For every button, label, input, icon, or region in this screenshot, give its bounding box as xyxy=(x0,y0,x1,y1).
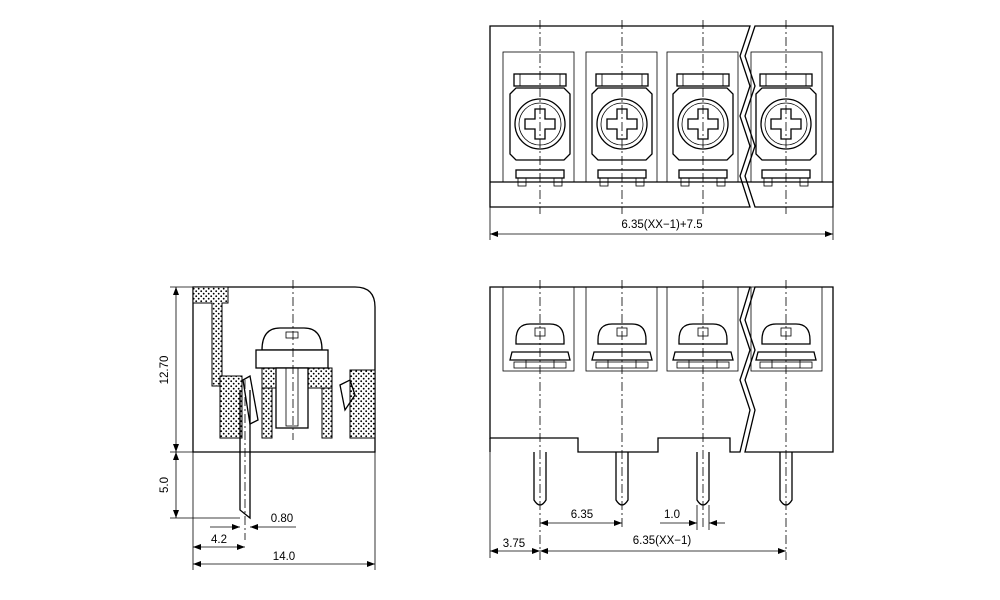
dim-pin-span: 6.35(XX−1) xyxy=(633,535,692,547)
dim-pin-length: 5.0 xyxy=(159,477,171,493)
pins xyxy=(533,452,793,506)
dim-first-pin-offset: 3.75 xyxy=(503,538,525,550)
dim-pin-offset: 4.2 xyxy=(211,534,227,546)
top-view: 6.35(XX−1)+7.5 xyxy=(489,20,834,240)
dim-overall-length: 6.35(XX−1)+7.5 xyxy=(621,219,702,231)
front-view: 6.35 1.0 3.75 6.35(XX−1) xyxy=(489,280,834,560)
dim-pitch: 6.35 xyxy=(571,509,593,521)
dim-body-height: 12.70 xyxy=(159,356,171,385)
dim-pin-width: 1.0 xyxy=(664,509,680,521)
dim-overall-depth: 14.0 xyxy=(273,551,295,563)
side-view: 12.70 5.0 0.80 4.2 14.0 xyxy=(159,280,376,570)
dim-pin-thickness: 0.80 xyxy=(271,513,293,525)
